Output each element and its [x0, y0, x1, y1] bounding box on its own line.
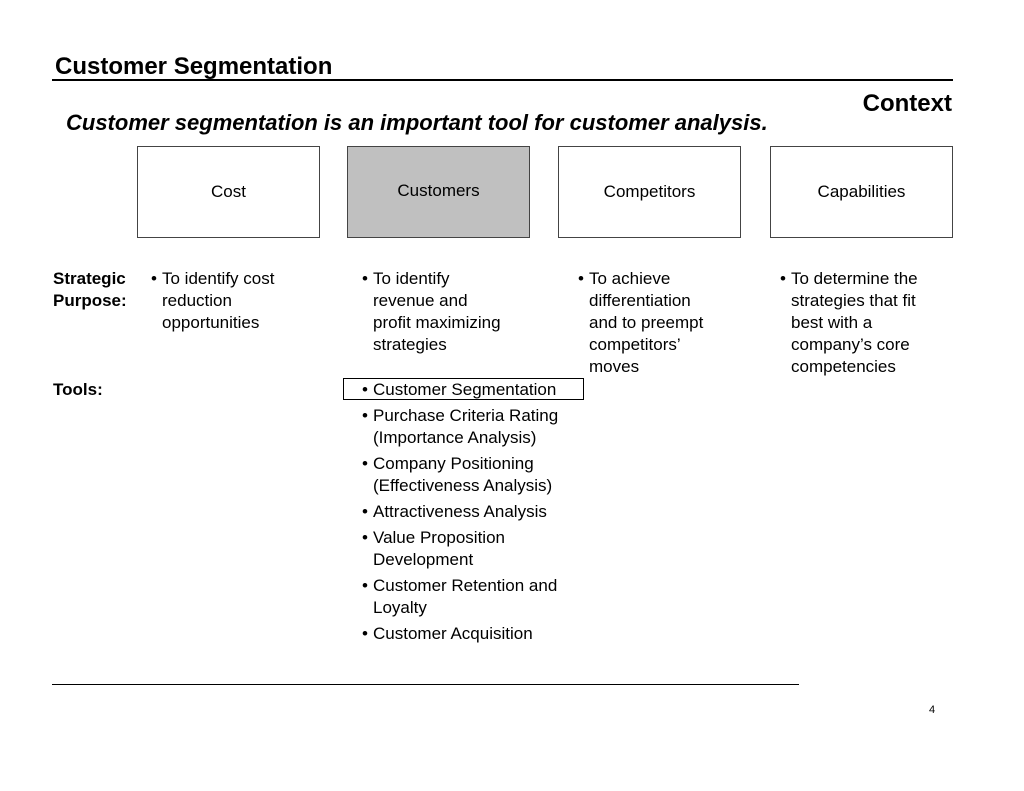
box-label: Customers — [397, 181, 480, 200]
tool-item: •Customer Segmentation — [362, 380, 557, 399]
bullet-icon: • — [362, 528, 368, 547]
box-cost: Cost — [137, 146, 320, 238]
title-divider — [52, 79, 953, 81]
bullet-icon: • — [362, 576, 368, 595]
page-subtitle: Customer segmentation is an important to… — [66, 110, 768, 135]
bullet-icon: • — [362, 502, 368, 521]
box-label: Competitors — [603, 182, 696, 201]
bullet-icon: • — [362, 380, 368, 399]
tools-list: •Customer Segmentation •Purchase Criteri… — [362, 379, 558, 649]
bullet-icon: • — [362, 269, 368, 288]
tool-item: •Company Positioning(Effectiveness Analy… — [362, 454, 553, 495]
page-title: Customer Segmentation — [55, 53, 333, 80]
highlighted-tool-outline — [343, 378, 584, 400]
tools-label: Tools: — [53, 380, 103, 399]
tool-item: •Purchase Criteria Rating(Importance Ana… — [362, 406, 559, 447]
box-label: Capabilities — [817, 182, 906, 201]
tool-item: •Attractiveness Analysis — [362, 502, 547, 521]
box-competitors: Competitors — [558, 146, 741, 238]
bullet-icon: • — [151, 269, 157, 288]
tool-item: •Customer Acquisition — [362, 624, 533, 643]
bullet-icon: • — [362, 406, 368, 425]
bullet-icon: • — [578, 269, 584, 288]
strategic-purpose-label: Strategic Purpose: — [53, 269, 127, 310]
footer-divider — [52, 684, 799, 685]
box-label: Cost — [211, 182, 246, 201]
bullet-icon: • — [780, 269, 786, 288]
bullet-icon: • — [362, 454, 368, 473]
box-capabilities: Capabilities — [770, 146, 953, 238]
bullet-icon: • — [362, 624, 368, 643]
section-label: Context — [862, 90, 952, 117]
page-number: 4 — [929, 704, 936, 716]
box-customers: Customers — [347, 146, 530, 238]
